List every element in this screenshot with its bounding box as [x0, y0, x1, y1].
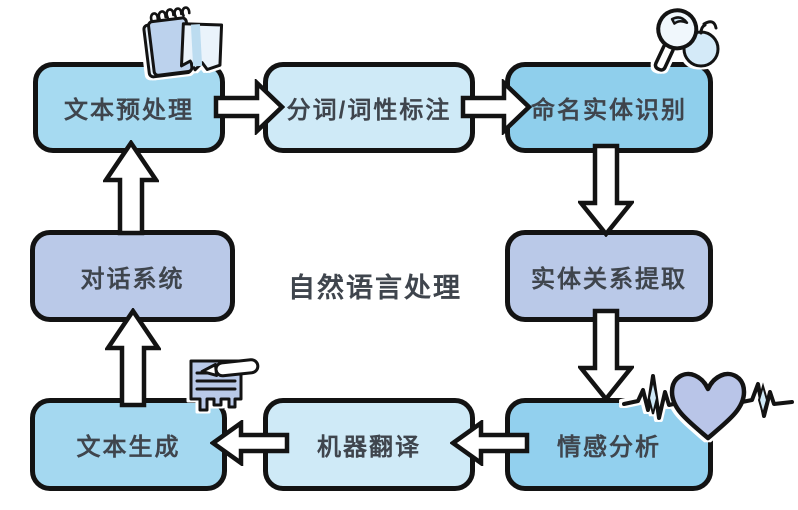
arrow-right-segmentation-to-ner — [460, 79, 532, 135]
arrow-up-generation-to-dialogue — [105, 308, 161, 408]
node-text-preprocessing: 文本预处理 — [33, 62, 225, 153]
node-machine-translation: 机器翻译 — [263, 398, 475, 491]
arrow-down-ner-to-relation — [578, 143, 634, 237]
node-dialogue-system: 对话系统 — [30, 230, 235, 322]
arrow-right-preprocess-to-segmentation — [213, 79, 285, 135]
arrow-left-translation-to-generation — [210, 420, 290, 466]
node-segmentation-pos-tagging: 分词/词性标注 — [263, 62, 475, 153]
heart-pulse-icon — [622, 371, 794, 441]
magnifier-apple-icon — [653, 8, 720, 72]
node-entity-relation-extraction: 实体关系提取 — [505, 230, 713, 322]
arrow-up-dialogue-to-preprocess — [103, 140, 159, 236]
arrow-left-sentiment-to-translation — [450, 420, 530, 466]
diagram-title: 自然语言处理 — [288, 273, 462, 303]
arrow-down-relation-to-sentiment — [578, 308, 634, 402]
notebook-icon — [142, 6, 224, 79]
document-pen-icon — [189, 358, 260, 412]
